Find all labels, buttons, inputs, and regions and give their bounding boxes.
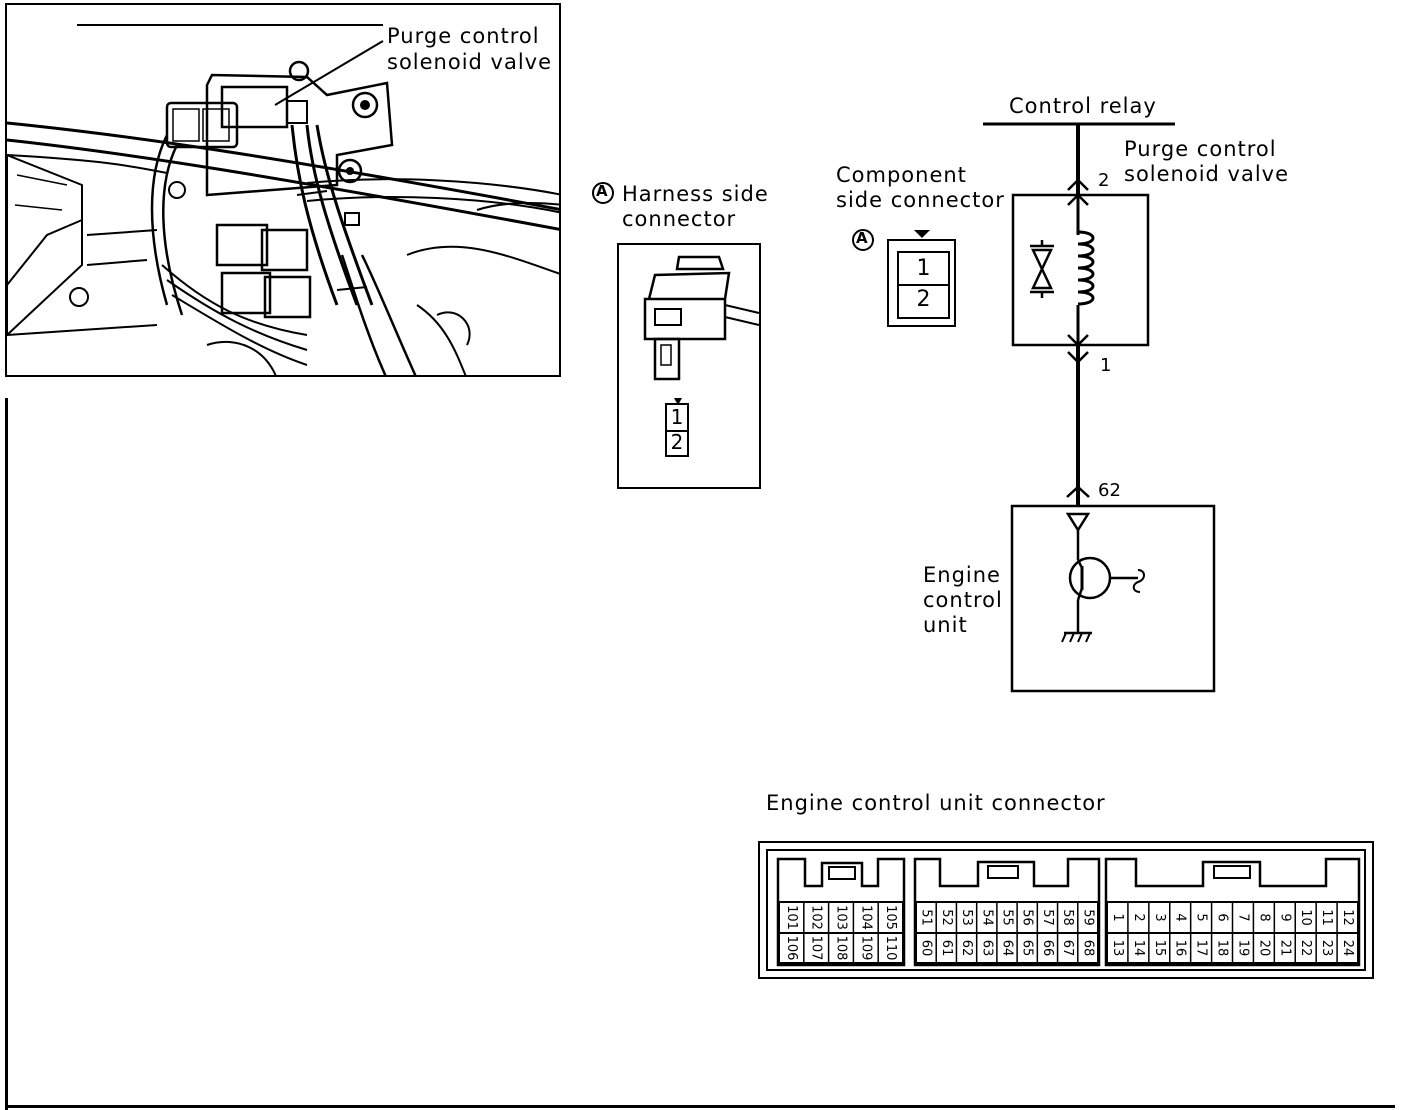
ecu-pin-label: 103 xyxy=(834,905,849,930)
ecu-pin-label: 65 xyxy=(1020,940,1035,957)
harness-connector-panel: 1 2 xyxy=(617,243,761,489)
ecu-pin-label: 62 xyxy=(959,940,974,957)
ecu-pin-label: 2 xyxy=(1131,913,1146,921)
ecu-pin-label: 6 xyxy=(1215,913,1230,921)
ecu-pin-label: 13 xyxy=(1110,940,1125,957)
ecu-pin-label: 60 xyxy=(919,940,934,957)
ecu-pin-label: 22 xyxy=(1298,940,1313,957)
ecu-pin-label: 57 xyxy=(1040,909,1055,926)
control-relay-label: Control relay xyxy=(1009,94,1157,118)
ecu-pin-label: 68 xyxy=(1080,940,1095,957)
ecu-pin-label: 53 xyxy=(959,909,974,926)
ecu-pin-label: 14 xyxy=(1131,940,1146,957)
engine-bay-drawing xyxy=(7,24,559,375)
ecu-pin-label: 58 xyxy=(1060,909,1075,926)
pin-62-arrow xyxy=(1066,485,1090,498)
component-connector-title: Component side connector xyxy=(836,163,1005,212)
ecu-pin-label: 56 xyxy=(1020,909,1035,926)
ground-icon xyxy=(1061,631,1092,643)
pin-2-arrow-inner xyxy=(1067,193,1089,206)
harness-connector-plug-drawing xyxy=(643,255,760,405)
ecu-pin-label: 3 xyxy=(1152,913,1167,921)
ecu-pin-label: 66 xyxy=(1040,940,1055,957)
ecu-pin-label: 21 xyxy=(1277,940,1292,957)
ecu-pin-label: 5 xyxy=(1194,913,1209,921)
ecu-pin-grid-group-a: 101 106 102 107 103 108 104 109 105 110 xyxy=(778,901,904,964)
harness-marker-icon xyxy=(592,182,614,204)
pin-1-label: 1 xyxy=(1100,355,1112,376)
harness-pin-2: 2 xyxy=(670,430,684,454)
ecu-pin-label: 18 xyxy=(1215,940,1230,957)
ecu-pin-label: 15 xyxy=(1152,940,1167,957)
ecu-pin-label: 16 xyxy=(1173,940,1188,957)
valve-schematic-label: Purge control solenoid valve xyxy=(1124,137,1290,186)
component-pin-1: 1 xyxy=(897,251,950,286)
page-bottom-rule xyxy=(5,1105,1395,1108)
ecu-pin-label: 110 xyxy=(883,936,898,961)
ecu-pin-label: 12 xyxy=(1340,909,1355,926)
ecu-pin-label: 20 xyxy=(1256,940,1271,957)
component-marker-icon xyxy=(852,229,874,251)
ecu-pin-label: 108 xyxy=(834,936,849,961)
pin-62-label: 62 xyxy=(1098,480,1121,501)
ecu-pin-label: 107 xyxy=(809,936,824,961)
ecu-pin-label: 102 xyxy=(809,905,824,930)
ecu-label: Engine control unit xyxy=(923,563,1003,637)
ecu-connector-inner xyxy=(766,849,1366,971)
ecu-pin-label: 55 xyxy=(1000,909,1015,926)
ecu-pin-label: 59 xyxy=(1080,909,1095,926)
ecu-pin-label: 106 xyxy=(784,936,799,961)
ecu-pin-label: 19 xyxy=(1235,940,1250,957)
harness-marker-letter: A xyxy=(596,182,608,200)
solenoid-coil-icon xyxy=(1077,230,1095,306)
ecu-pin-label: 52 xyxy=(939,909,954,926)
ecu-pin-label: 61 xyxy=(939,940,954,957)
ecu-pin-label: 11 xyxy=(1319,909,1334,926)
photo-callout-label: Purge control solenoid valve xyxy=(387,24,553,74)
ecu-pin-label: 54 xyxy=(979,909,994,926)
engine-bay-illustration: Purge control solenoid valve xyxy=(5,3,561,377)
component-key-icon xyxy=(914,230,930,238)
ecu-connector-outer xyxy=(758,841,1374,979)
ecu-pin-label: 51 xyxy=(919,909,934,926)
ecu-pin-label: 4 xyxy=(1173,913,1188,921)
ecu-pin-grid-group-b: 51 60 52 61 53 62 54 63 55 64 56 65 57 66 58 67 59 68 xyxy=(915,901,1099,964)
ecu-connector-title: Engine control unit connector xyxy=(766,791,1106,815)
transistor-icon xyxy=(1068,556,1145,601)
ecu-pin-label: 101 xyxy=(784,905,799,930)
component-pin-2: 2 xyxy=(897,282,950,319)
ecu-pin-label: 64 xyxy=(1000,940,1015,957)
page-left-rule xyxy=(5,398,8,1110)
harness-connector-pin-block: 1 2 xyxy=(665,403,689,457)
pin-1-arrow-inner xyxy=(1067,334,1089,347)
ecu-pin-label: 23 xyxy=(1319,940,1334,957)
ecu-pin-label: 9 xyxy=(1277,913,1292,921)
harness-connector-title: Harness side connector xyxy=(622,182,769,231)
ecu-pin-label: 24 xyxy=(1340,940,1355,957)
valve-box xyxy=(1011,193,1150,347)
ecu-pin-label: 67 xyxy=(1060,940,1075,957)
harness-pin-1: 1 xyxy=(667,405,687,432)
valve-symbol-icon xyxy=(1030,240,1054,298)
ecu-pin-label: 8 xyxy=(1256,913,1271,921)
ecu-pin-label: 7 xyxy=(1235,913,1250,921)
pin-2-arrow-outer xyxy=(1067,178,1089,191)
ecu-pin-grid-group-c: 1 13 2 14 3 15 4 16 5 17 6 18 7 19 8 20 9 21 10 22 11 23 12 24 xyxy=(1106,901,1359,964)
component-marker-letter: A xyxy=(856,229,868,247)
ecu-pin-label: 17 xyxy=(1194,940,1209,957)
ecu-pin-label: 10 xyxy=(1298,909,1313,926)
component-connector-block: 1 2 xyxy=(887,239,956,327)
ecu-pin-label: 63 xyxy=(979,940,994,957)
pin-1-arrow-outer xyxy=(1067,351,1089,364)
wiring-schematic xyxy=(983,122,1216,693)
ecu-pin-label: 105 xyxy=(883,905,898,930)
ecu-pin-label: 1 xyxy=(1110,913,1125,921)
ecu-pin-label: 104 xyxy=(858,905,873,930)
ecu-pin-label: 109 xyxy=(858,936,873,961)
pin-2-label: 2 xyxy=(1098,170,1110,191)
ecu-box xyxy=(1010,504,1216,693)
